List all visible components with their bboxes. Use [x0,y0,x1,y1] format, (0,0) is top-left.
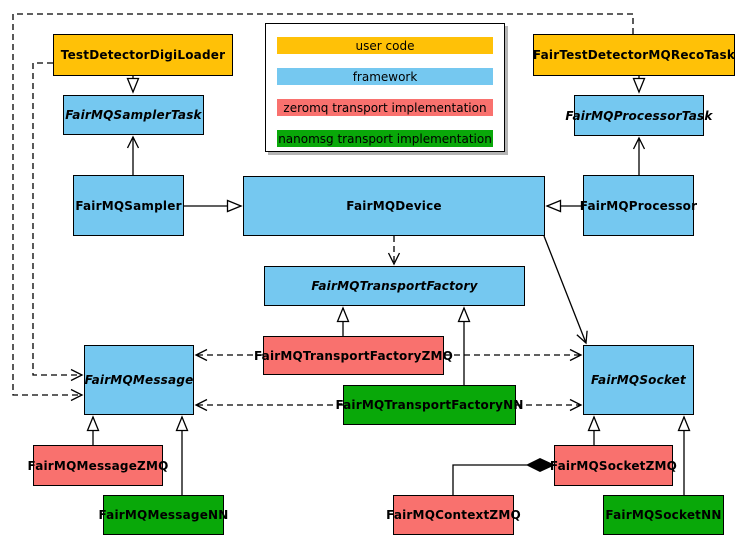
node-fairmqsocketnn: FairMQSocketNN [603,495,724,535]
node-label: FairMQSocket [591,373,686,387]
legend-item-framework: framework [277,68,493,85]
node-fairmqdevice: FairMQDevice [243,176,545,236]
node-label: FairMQMessageZMQ [27,458,169,473]
node-label: FairMQMessage [84,373,194,387]
legend-item-nanomsg: nanomsg transport implementation [277,130,493,147]
legend-item-user-code: user code [277,37,493,54]
node-label: FairMQProcessor [579,198,698,213]
legend: user code framework zeromq transport imp… [265,23,505,152]
node-fairmqprocessor: FairMQProcessor [579,175,698,236]
node-label: FairTestDetectorMQRecoTask [532,48,736,62]
legend-item-zeromq: zeromq transport implementation [277,99,493,116]
legend-label: zeromq transport implementation [283,100,487,115]
edge-recotask-message [12,13,634,402]
node-fairtestdetectormqrecotask: FairTestDetectorMQRecoTask [533,34,735,76]
node-label: FairMQSocketZMQ [549,458,678,473]
node-fairmqsocket: FairMQSocket [583,345,694,415]
node-fairmqmessagezmq: FairMQMessageZMQ [28,445,168,486]
node-label: FairMQProcessorTask [565,108,713,123]
edge-contextzmq-sockzmq [452,464,527,495]
node-fairmqsampler: FairMQSampler [73,175,184,236]
node-label: FairMQSamplerTask [65,108,202,122]
node-fairmqsocketzmq: FairMQSocketZMQ [550,445,677,486]
edge-digiloader-message [32,62,84,382]
node-fairmqtransportfactory: FairMQTransportFactory [264,266,525,306]
node-label: FairMQTransportFactory [311,279,478,293]
node-label: FairMQTransportFactoryNN [335,398,524,412]
node-fairmqtransportfactoryzmq: FairMQTransportFactoryZMQ [254,336,453,375]
node-label: FairMQDevice [346,199,442,213]
node-label: FairMQMessageNN [98,508,229,522]
node-fairmqmessagenn: FairMQMessageNN [98,495,228,535]
node-fairmqtransportfactorynn: FairMQTransportFactoryNN [335,385,523,425]
node-label: TestDetectorDigiLoader [60,48,226,62]
legend-label: nanomsg transport implementation [278,131,492,146]
node-fairmqcontextzmq: FairMQContextZMQ [386,495,521,535]
node-testdetectordigiloader: TestDetectorDigiLoader [53,34,233,76]
node-label: FairMQTransportFactoryZMQ [253,348,454,363]
edge-device-socket [543,235,588,345]
legend-label: user code [355,38,415,53]
node-label: FairMQContextZMQ [386,508,521,522]
node-fairmqprocessortask: FairMQProcessorTask [565,95,712,136]
legend-label: framework [352,69,418,84]
node-fairmqmessage: FairMQMessage [84,345,194,415]
node-label: FairMQSocketNN [605,508,722,522]
node-fairmqsamplertask: FairMQSamplerTask [63,95,204,135]
node-label: FairMQSampler [75,198,182,213]
